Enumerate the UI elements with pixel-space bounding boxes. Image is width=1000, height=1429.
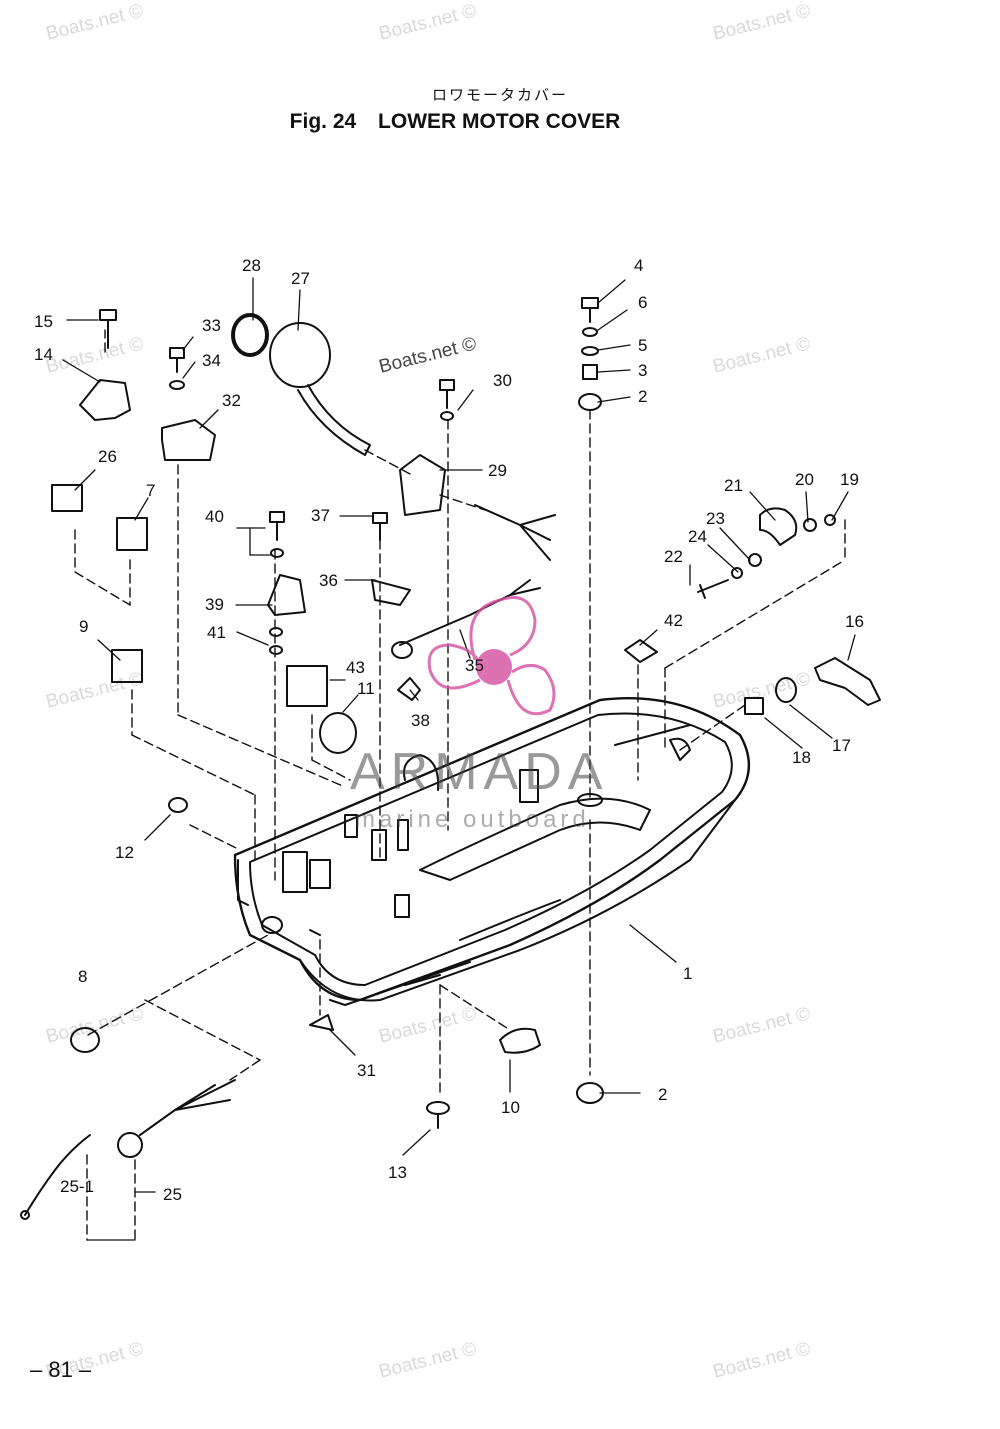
callout-23: 23 bbox=[706, 509, 725, 528]
callout-21: 21 bbox=[724, 476, 743, 495]
callout-31: 31 bbox=[357, 1061, 376, 1080]
callout-4: 4 bbox=[634, 256, 644, 275]
callout-40: 40 bbox=[205, 507, 224, 526]
callout-25-1: 25-1 bbox=[60, 1177, 95, 1196]
figure-label: Fig. 24 bbox=[289, 110, 357, 133]
figure-name: LOWER MOTOR COVER bbox=[378, 110, 621, 133]
callout-6: 6 bbox=[638, 293, 648, 312]
callout-12: 12 bbox=[115, 843, 134, 862]
callout-2: 2 bbox=[658, 1085, 668, 1104]
armada-logo-text: ARMADA bbox=[350, 743, 609, 801]
callout-43: 43 bbox=[346, 658, 365, 677]
callout-15: 15 bbox=[34, 312, 53, 331]
callout-2: 2 bbox=[638, 387, 648, 406]
callout-39: 39 bbox=[205, 595, 224, 614]
callout-32: 32 bbox=[222, 391, 241, 410]
callout-37: 37 bbox=[311, 506, 330, 525]
callout-30: 30 bbox=[493, 371, 512, 390]
callout-5: 5 bbox=[638, 336, 648, 355]
armada-logo-subtext: marine outboard bbox=[355, 806, 590, 833]
callout-25: 25 bbox=[163, 1185, 182, 1204]
callout-9: 9 bbox=[79, 617, 89, 636]
callout-13: 13 bbox=[388, 1163, 407, 1182]
callout-10: 10 bbox=[501, 1098, 520, 1117]
page-number: – 81 – bbox=[30, 1357, 92, 1382]
callout-18: 18 bbox=[792, 748, 811, 767]
callout-28: 28 bbox=[242, 256, 261, 275]
callout-27: 27 bbox=[291, 269, 310, 288]
callout-26: 26 bbox=[98, 447, 117, 466]
callout-8: 8 bbox=[78, 967, 88, 986]
callout-22: 22 bbox=[664, 547, 683, 566]
callout-20: 20 bbox=[795, 470, 814, 489]
armada-logo-mark bbox=[427, 596, 556, 716]
japanese-title: ロワモータカバー bbox=[431, 86, 568, 104]
callout-1: 1 bbox=[683, 964, 693, 983]
callout-35: 35 bbox=[465, 656, 484, 675]
callout-38: 38 bbox=[411, 711, 430, 730]
callout-41: 41 bbox=[207, 623, 226, 642]
callout-42: 42 bbox=[664, 611, 683, 630]
callout-14: 14 bbox=[34, 345, 53, 364]
callout-7: 7 bbox=[146, 481, 156, 500]
callout-29: 29 bbox=[488, 461, 507, 480]
callout-3: 3 bbox=[638, 361, 648, 380]
callout-11: 11 bbox=[357, 679, 375, 698]
figure-title: Fig. 24 LOWER MOTOR COVER bbox=[0, 110, 910, 134]
callout-33: 33 bbox=[202, 316, 221, 335]
callout-24: 24 bbox=[688, 527, 707, 546]
callout-19: 19 bbox=[840, 470, 859, 489]
callout-34: 34 bbox=[202, 351, 221, 370]
callout-36: 36 bbox=[319, 571, 338, 590]
callout-17: 17 bbox=[832, 736, 851, 755]
callout-16: 16 bbox=[845, 612, 864, 631]
lower-cover-shell bbox=[233, 697, 751, 1006]
